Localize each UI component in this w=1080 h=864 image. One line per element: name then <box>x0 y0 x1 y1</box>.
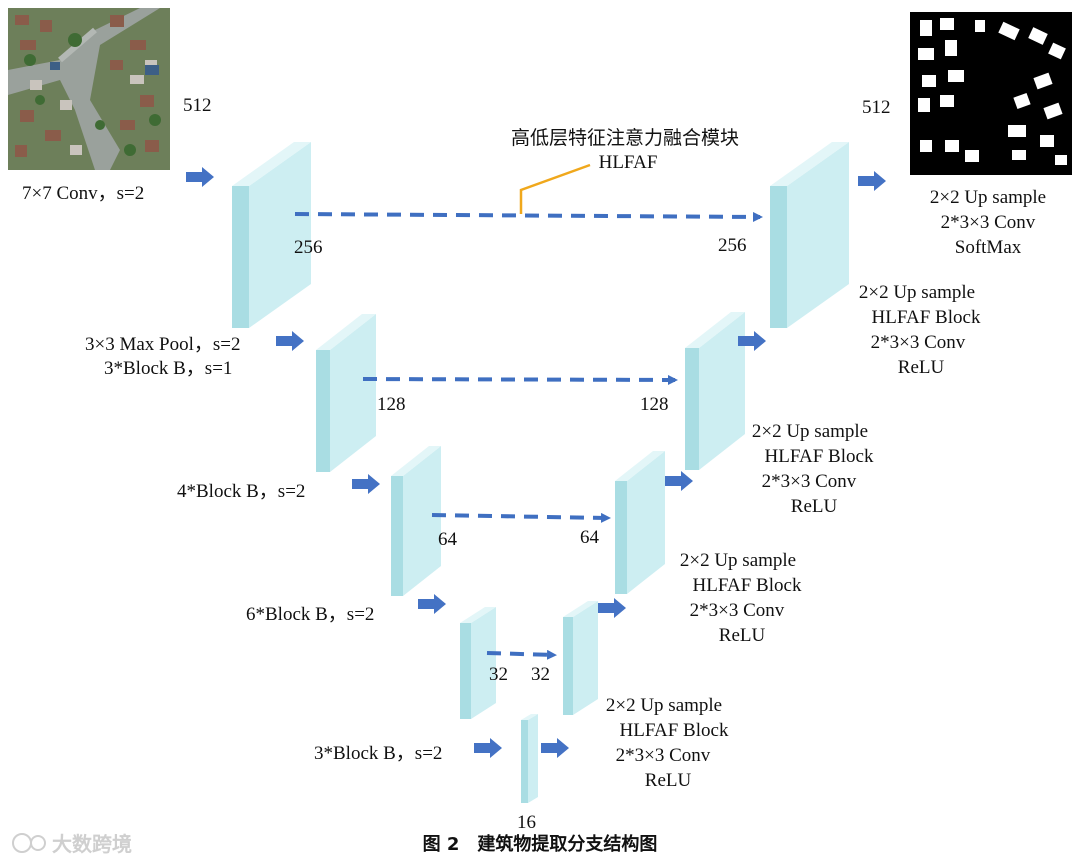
decoder-label-4: 2×2 Up sample HLFAF Block 2*3×3 Conv ReL… <box>680 550 802 646</box>
decoder-5-line-3: 2*3×3 Conv <box>616 745 711 766</box>
decoder-3-line-1: 2×2 Up sample <box>752 421 868 442</box>
feature-blocks <box>232 142 849 803</box>
decoder-1-line-3: SoftMax <box>955 237 1022 258</box>
skip-size-left-64: 64 <box>438 529 458 550</box>
decoder-4-line-1: 2×2 Up sample <box>680 550 796 571</box>
decoder-1-line-2: 2*3×3 Conv <box>941 212 1036 233</box>
skip-size-left-32: 32 <box>489 664 508 685</box>
flow-arrows <box>186 167 886 758</box>
flow-arrow-dec-2 <box>738 331 766 351</box>
decoder-label-3: 2×2 Up sample HLFAF Block 2*3×3 Conv ReL… <box>752 421 874 517</box>
skip-size-right-64: 64 <box>580 527 600 548</box>
input-aerial-image <box>8 8 170 170</box>
flow-arrow-dec-5 <box>541 738 569 758</box>
skip-connection-32 <box>486 649 557 660</box>
decoder-5-line-1: 2×2 Up sample <box>606 695 722 716</box>
decoder-block-128 <box>685 312 745 470</box>
decoder-5-line-4: ReLU <box>645 770 692 791</box>
skip-size-right-128: 128 <box>640 394 669 415</box>
decoder-2-line-2: HLFAF Block <box>872 307 981 328</box>
decoder-block-64 <box>615 451 665 594</box>
flow-arrow-enc-4 <box>474 738 502 758</box>
bottom-size-16: 16 <box>517 812 536 833</box>
encoder-label-4: 6*Block B，s=2 <box>246 604 374 625</box>
flow-arrow-output <box>858 171 886 191</box>
module-label-cn: 高低层特征注意力融合模块 <box>511 127 739 149</box>
skip-connection-256 <box>294 211 763 222</box>
encoder-label-1: 7×7 Conv，s=2 <box>22 183 144 204</box>
encoder-label-5: 3*Block B，s=2 <box>314 743 442 764</box>
decoder-3-line-2: HLFAF Block <box>765 446 874 467</box>
encoder-block-256 <box>232 142 311 328</box>
decoder-4-line-4: ReLU <box>719 625 766 646</box>
output-mask-image <box>910 12 1072 175</box>
decoder-label-2: 2×2 Up sample HLFAF Block 2*3×3 Conv ReL… <box>859 282 981 378</box>
flow-arrow-enc-1 <box>276 331 304 351</box>
watermark-logo-icon <box>12 833 32 853</box>
encoder-label-2a: 3×3 Max Pool，s=2 <box>85 334 241 355</box>
skip-size-right-32: 32 <box>531 664 550 685</box>
watermark-text: 大数跨境 <box>52 832 132 856</box>
flow-arrow-dec-4 <box>598 598 626 618</box>
decoder-block-32 <box>563 601 598 715</box>
decoder-3-line-4: ReLU <box>791 496 838 517</box>
bottleneck-block-16 <box>521 714 538 803</box>
encoder-label-2b: 3*Block B，s=1 <box>104 358 232 379</box>
decoder-1-line-1: 2×2 Up sample <box>930 187 1046 208</box>
encoder-label-3: 4*Block B，s=2 <box>177 481 305 502</box>
encoder-block-128 <box>316 314 376 472</box>
flow-arrow-enc-3 <box>418 594 446 614</box>
module-label-en: HLFAF <box>599 152 658 173</box>
decoder-4-line-3: 2*3×3 Conv <box>690 600 785 621</box>
flow-arrow-dec-3 <box>665 471 693 491</box>
flow-arrow-enc-2 <box>352 474 380 494</box>
skip-connection-128 <box>362 374 678 385</box>
skip-size-left-256: 256 <box>294 237 323 258</box>
watermark: 大数跨境 <box>12 832 132 856</box>
output-size-label: 512 <box>862 97 891 118</box>
input-size-label: 512 <box>183 95 212 116</box>
decoder-2-line-1: 2×2 Up sample <box>859 282 975 303</box>
decoder-2-line-4: ReLU <box>898 357 945 378</box>
skip-size-left-128: 128 <box>377 394 406 415</box>
decoder-4-line-2: HLFAF Block <box>693 575 802 596</box>
figure-caption: 图 2 建筑物提取分支结构图 <box>423 833 658 855</box>
module-leader-line <box>519 163 591 214</box>
decoder-label-5: 2×2 Up sample HLFAF Block 2*3×3 Conv ReL… <box>606 695 729 791</box>
encoder-block-32 <box>460 607 496 719</box>
decoder-2-line-3: 2*3×3 Conv <box>871 332 966 353</box>
decoder-5-line-2: HLFAF Block <box>620 720 729 741</box>
skip-size-right-256: 256 <box>718 235 747 256</box>
flow-arrow-input <box>186 167 214 187</box>
decoder-label-1: 2×2 Up sample 2*3×3 Conv SoftMax <box>930 187 1046 258</box>
skip-connection-64 <box>431 512 611 523</box>
decoder-block-256 <box>770 142 849 328</box>
decoder-3-line-3: 2*3×3 Conv <box>762 471 857 492</box>
encoder-block-64 <box>391 446 441 596</box>
